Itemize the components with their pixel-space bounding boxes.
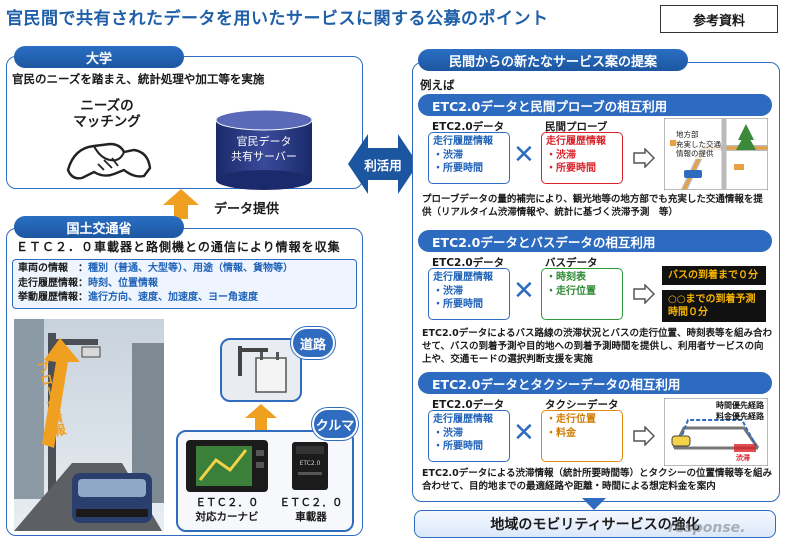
comm-arrow-icon <box>245 404 277 418</box>
section-probe-etc-card: 走行履歴情報 ・渋滞 ・所要時間 <box>428 132 510 184</box>
section-bus-cross-icon: ✕ <box>513 276 535 306</box>
data-provide-arrow-stem <box>174 205 188 219</box>
university-description: 官民のニーズを踏まえ、統計処理や加工等を実施 <box>12 72 265 86</box>
conclusion-banner: 地域のモビリティサービスの強化 <box>414 510 776 538</box>
probe-private-item-1: ・渋滞 <box>546 149 576 161</box>
navi-line1: ＥＴＣ２．０ <box>195 497 259 509</box>
info-row-behavior: 挙動履歴情報：進行方向、速度、加速度、ヨー角速度 <box>18 292 258 303</box>
section-taxi-description: ETC2.0データによる渋滞情報（統計所要時間等）とタクシーの位置情報等を組み合… <box>422 468 772 492</box>
mlit-pill: 国土交通省 <box>14 216 184 238</box>
taxi-etc-item-1: ・渋滞 <box>433 427 463 439</box>
taxi-data-item-1: ・料金 <box>546 427 576 439</box>
info-row-vehicle: 車両の情報 ：種別（普通、大型等）、用途（情報、貨物等） <box>18 263 293 274</box>
proposal-pill: 民間からの新たなサービス案の提案 <box>418 49 688 71</box>
unit-caption: ＥＴＣ２．０ 車載器 <box>278 496 344 524</box>
section-probe-etc-label: ETC2.0データ <box>432 121 505 133</box>
route-time-label: 時間優先経路 <box>716 401 764 410</box>
page-title: 官民間で共有されたデータを用いたサービスに関する公募のポイント <box>6 9 549 29</box>
server-line2: 共有サーバー <box>231 150 297 163</box>
watermark-logo: response. <box>668 520 746 536</box>
bus-msg2-line1: ○○までの到着予測 <box>668 294 756 305</box>
comm-arrow-stem <box>255 418 267 430</box>
section-taxi-etc-card: 走行履歴情報 ・渋滞 ・所要時間 <box>428 410 510 462</box>
etc-unit-brand: ETC2.0 <box>299 460 321 467</box>
data-provide-arrow-icon <box>163 189 199 205</box>
roadside-unit-icon <box>238 346 287 393</box>
navi-line2: 対応カーナビ <box>195 511 259 523</box>
bus-data-item-0: ・時刻表 <box>546 272 586 283</box>
map-line-2: 情報の提供 <box>676 149 714 158</box>
section-probe-private-card: 走行履歴情報 ・渋滞 ・所要時間 <box>541 132 623 184</box>
probe-private-item-2: ・所要時間 <box>546 163 596 174</box>
shared-server-label: 官民データ 共有サーバー <box>214 134 314 164</box>
jam-label: 渋滞 <box>736 454 750 462</box>
section-taxi-data-label: タクシーデータ <box>545 399 619 411</box>
route-labels: 時間優先経路 料金優先経路 <box>702 400 764 422</box>
bus-msg2-line2: 時間０分 <box>668 307 708 318</box>
example-label: 例えば <box>420 78 455 92</box>
info-row-travel: 走行履歴情報：時刻、位置情報 <box>18 277 158 289</box>
section-probe-description: プローブデータの量的補完により、観光地等の地方部でも充実した交通情報を提供（リア… <box>422 194 763 218</box>
probe-arrow-icon <box>42 338 80 448</box>
probe-private-item-0: 走行履歴情報 <box>546 136 606 147</box>
reference-badge: 参考資料 <box>660 5 778 33</box>
vehicle-info-box: 車両の情報 ：種別（普通、大型等）、用途（情報、貨物等） 走行履歴情報：時刻、位… <box>12 259 357 309</box>
bus-data-item-1: ・走行位置 <box>546 285 596 297</box>
bus-arrival-message: バスの到着まで０分 <box>662 266 766 285</box>
unit-line1: ＥＴＣ２．０ <box>279 497 343 509</box>
section-bus-etc-card: 走行履歴情報 ・渋滞 ・所要時間 <box>428 268 510 320</box>
map-line-1: 充実した交通 <box>676 139 721 149</box>
utilize-label: 利活用 <box>364 158 402 173</box>
needs-line1: ニーズの <box>80 98 134 114</box>
section-probe-title: ETC2.0データと民間プローブの相互利用 <box>418 94 772 116</box>
taxi-etc-item-2: ・所要時間 <box>433 441 483 452</box>
utilize-arrow-icon <box>348 134 418 194</box>
bus-destination-message: ○○までの到着予測 時間０分 <box>662 290 766 322</box>
section-taxi-route-map-icon <box>664 398 768 466</box>
probe-etc-item-1: ・渋滞 <box>433 149 463 161</box>
car-navi-icon <box>186 440 268 492</box>
conclusion-arrow-icon <box>582 498 606 510</box>
navi-caption: ＥＴＣ２．０ 対応カーナビ <box>186 496 268 524</box>
route-fee-label: 料金優先経路 <box>716 412 764 421</box>
taxi-data-item-0: ・走行位置 <box>546 414 596 425</box>
road-badge: 道路 <box>291 327 335 359</box>
university-pill: 大学 <box>14 46 184 68</box>
bus-etc-item-1: ・渋滞 <box>433 285 463 297</box>
car-badge: クルマ <box>312 408 358 440</box>
section-bus-title: ETC2.0データとバスデータの相互利用 <box>418 230 772 252</box>
taxi-etc-item-0: 走行履歴情報 <box>433 414 493 425</box>
section-bus-data-label: バスデータ <box>545 257 598 269</box>
section-taxi-result-arrow-icon <box>633 426 655 446</box>
section-probe-result-arrow-icon <box>633 148 655 168</box>
database-icon <box>215 109 313 190</box>
road-photo <box>14 319 184 531</box>
etc-unit-icon <box>292 442 328 490</box>
server-line1: 官民データ <box>236 135 292 148</box>
handshake-icon <box>66 142 152 180</box>
unit-line2: 車載器 <box>295 511 327 523</box>
data-provide-label: データ提供 <box>214 202 280 217</box>
map-line-0: 地方部 <box>676 130 699 139</box>
section-taxi-title: ETC2.0データとタクシーデータの相互利用 <box>418 372 772 394</box>
bus-etc-item-2: ・所要時間 <box>433 299 483 310</box>
section-bus-data-card: ・時刻表 ・走行位置 <box>541 268 623 320</box>
section-probe-cross-icon: ✕ <box>513 140 535 170</box>
section-bus-etc-label: ETC2.0データ <box>432 257 505 269</box>
needs-line2: マッチング <box>73 114 141 130</box>
section-taxi-data-card: ・走行位置 ・料金 <box>541 410 623 462</box>
probe-etc-item-2: ・所要時間 <box>433 163 483 174</box>
bus-etc-item-0: 走行履歴情報 <box>433 272 493 283</box>
needs-matching-label: ニーズの マッチング <box>52 98 162 130</box>
road-scene-illustration <box>12 313 357 531</box>
section-probe-private-label: 民間プローブ <box>545 121 608 133</box>
probe-etc-item-0: 走行履歴情報 <box>433 136 493 147</box>
etc-collection-heading: ＥＴＣ２．０車載器と路側機との通信により情報を収集 <box>16 240 341 254</box>
section-bus-result-arrow-icon <box>633 284 655 304</box>
section-probe-map-label: 地方部 充実した交通 情報の提供 <box>676 130 721 159</box>
section-taxi-etc-label: ETC2.0データ <box>432 399 505 411</box>
section-taxi-cross-icon: ✕ <box>513 418 535 448</box>
section-bus-description: ETC2.0データによるバス路線の渋滞状況とバスの走行位置、時刻表等を組み合わせ… <box>422 328 772 365</box>
